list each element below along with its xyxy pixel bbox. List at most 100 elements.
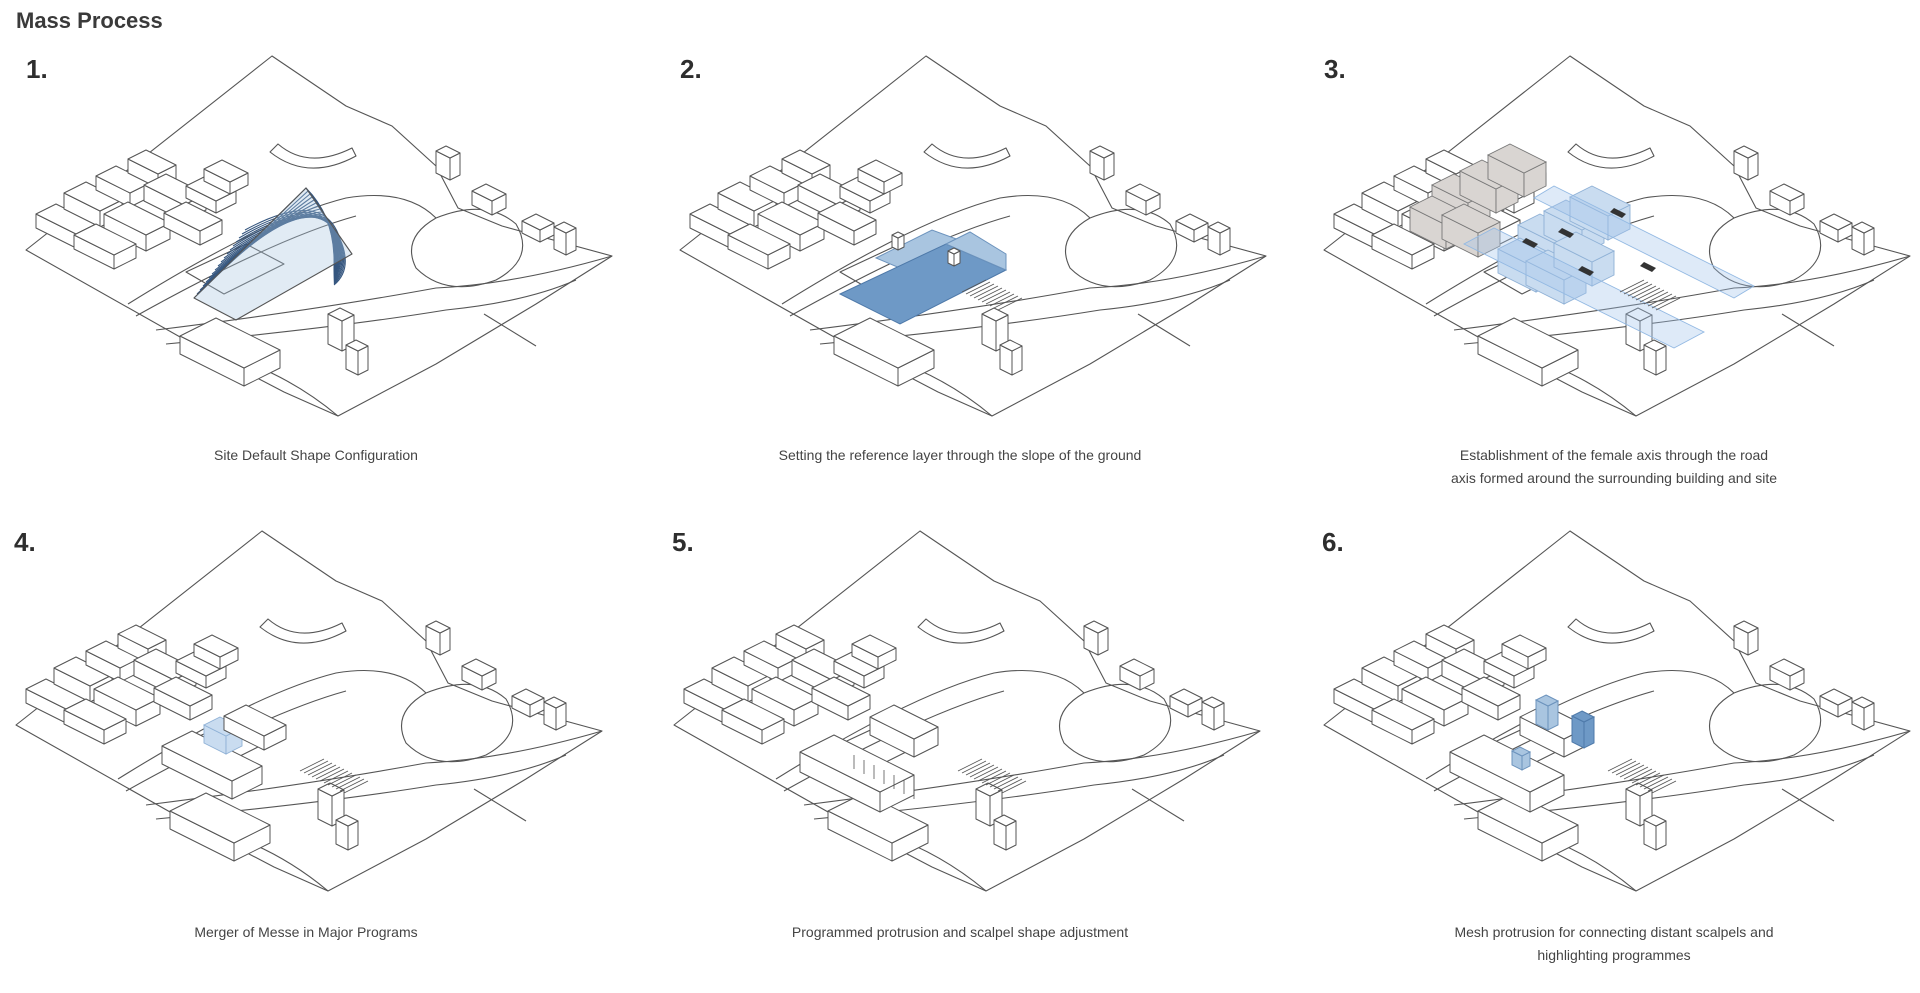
box-top <box>1175 213 1209 231</box>
stair-step <box>327 772 353 786</box>
stair-step <box>299 758 325 772</box>
building <box>175 650 227 689</box>
site-diagram-5 <box>673 530 1261 892</box>
box-top <box>169 792 271 844</box>
contour-line <box>211 205 337 275</box>
stair-step <box>331 774 357 788</box>
contour-line <box>244 210 346 286</box>
building <box>193 634 239 670</box>
panel-5: 5. Programmed protrusion and scalpel sha… <box>664 523 1284 993</box>
building <box>1483 650 1535 689</box>
building <box>1169 688 1203 718</box>
stair-step <box>981 770 1007 784</box>
building <box>1371 223 1435 270</box>
tower-building <box>435 145 461 181</box>
box-top <box>1733 145 1759 159</box>
box-top <box>327 307 355 322</box>
stair-step <box>315 766 341 780</box>
building <box>511 688 545 718</box>
axis-band <box>1533 185 1755 299</box>
box-top <box>857 159 903 183</box>
caption-line: Programmed protrusion and scalpel shape … <box>791 924 1129 940</box>
building <box>163 201 223 246</box>
stair-step <box>335 776 361 790</box>
building <box>63 698 127 745</box>
box-top <box>1477 792 1579 844</box>
tower-building <box>1733 145 1759 181</box>
crescent-building <box>1567 143 1655 169</box>
highlighted-mesh <box>1510 746 1532 771</box>
box-top <box>1486 143 1548 174</box>
tower-building <box>1643 339 1667 376</box>
panel-number: 4. <box>14 527 36 557</box>
program-mass <box>223 704 287 751</box>
stair-step <box>989 774 1015 788</box>
box-top <box>851 634 897 658</box>
box-top <box>751 676 819 711</box>
panel-1: 1. Site Default Shape Configuration <box>16 48 636 518</box>
box-top <box>1089 145 1115 159</box>
building <box>461 658 497 691</box>
tower-building <box>543 696 567 731</box>
contour-line <box>214 208 337 276</box>
stair-step <box>997 297 1023 311</box>
box-top <box>223 704 287 737</box>
stair-step <box>977 287 1003 301</box>
box-top <box>1125 183 1161 202</box>
box-top <box>103 201 171 236</box>
panel-number: 5. <box>672 527 694 557</box>
stair-step <box>977 768 1003 782</box>
contour-line <box>220 214 339 278</box>
building <box>1175 213 1209 243</box>
panel-caption: Mesh protrusion for connecting distant s… <box>1384 921 1844 967</box>
roundabout-island <box>401 683 514 763</box>
box-top <box>1769 658 1805 677</box>
building <box>179 317 281 387</box>
marker <box>947 247 961 267</box>
box-top <box>1401 676 1469 711</box>
contour-line <box>217 211 338 277</box>
building <box>1819 688 1853 718</box>
stair-step <box>993 295 1019 309</box>
box-top <box>1371 698 1435 731</box>
box-top <box>511 688 545 706</box>
box-top <box>947 247 961 255</box>
stair-step <box>1627 768 1653 782</box>
crescent-building <box>1567 618 1655 644</box>
stair-step <box>1611 760 1637 774</box>
building <box>721 698 785 745</box>
box-top <box>1851 221 1875 234</box>
highlighted-mesh <box>1534 694 1560 731</box>
stair-step <box>985 291 1011 305</box>
page-title: Mass Process <box>16 8 163 33</box>
box-top <box>1440 203 1502 234</box>
box-top <box>1534 694 1560 707</box>
stair-step <box>961 760 987 774</box>
road <box>155 255 613 331</box>
box-top <box>1643 814 1667 827</box>
stair-step <box>1651 780 1677 794</box>
box-top <box>775 624 825 650</box>
direction-arrow <box>1522 238 1538 248</box>
stair-step <box>1647 293 1673 307</box>
building <box>1119 658 1155 691</box>
direction-arrow <box>1558 228 1574 238</box>
panel-caption: Programmed protrusion and scalpel shape … <box>730 921 1190 944</box>
caption-line: Merger of Messe in Major Programs <box>194 924 418 940</box>
stair-step <box>1635 287 1661 301</box>
stair-step <box>307 762 333 776</box>
box-top <box>811 676 871 707</box>
box-top <box>1625 307 1653 322</box>
site-diagram-1 <box>25 55 613 417</box>
box-top <box>1425 149 1475 175</box>
marker <box>891 231 905 251</box>
box-top <box>1119 658 1155 677</box>
box-top <box>179 317 281 369</box>
box-top <box>1552 231 1616 263</box>
box-top <box>1449 734 1565 793</box>
stair-step <box>969 764 995 778</box>
stair-step <box>1647 778 1673 792</box>
stair-step <box>1615 762 1641 776</box>
stair-step <box>973 285 999 299</box>
caption-line: Setting the reference layer through the … <box>778 447 1142 463</box>
